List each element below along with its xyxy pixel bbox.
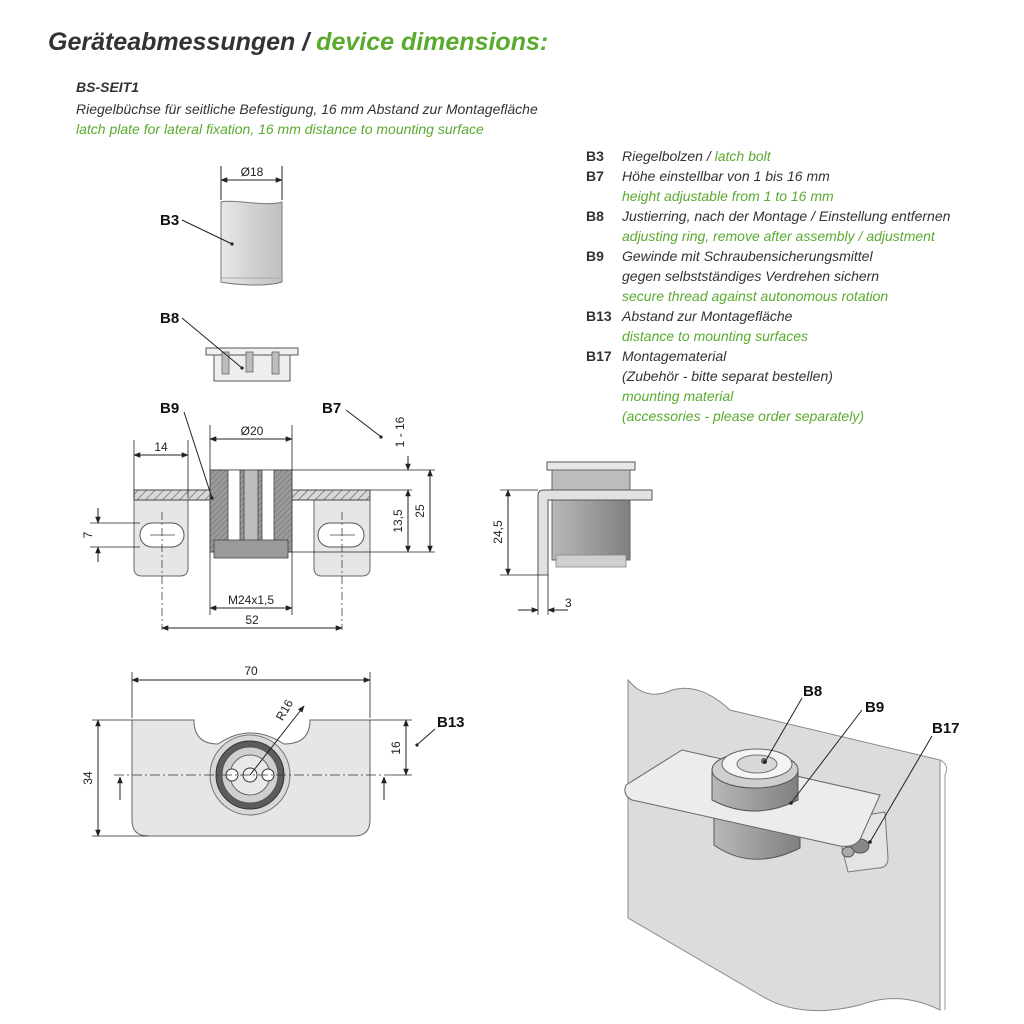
legend-text-en: distance to mounting surfaces: [622, 328, 808, 344]
legend-text-de: Gewinde mit Schraubensicherungsmittel: [622, 248, 873, 264]
dim-height-7: 7: [81, 531, 95, 538]
dim-bolt-diameter: Ø18: [241, 165, 264, 179]
dim-height-25: 25: [413, 504, 427, 518]
legend-item-b3: B3 Riegelbolzen / latch bolt: [586, 146, 950, 166]
iso-callout-b8: B8: [803, 683, 822, 700]
dim-side-3: 3: [565, 596, 572, 610]
side-view: 24,5 3: [491, 461, 653, 615]
legend-text-de: Justierring, nach der Montage / Einstell…: [622, 208, 951, 224]
legend-code: B3: [586, 148, 604, 164]
title-en: device dimensions:: [316, 28, 549, 56]
dim-height-16: 16: [389, 741, 403, 755]
legend-item-b9: B9 Gewinde mit Schraubensicherungsmittel: [586, 246, 950, 266]
legend-item-b7: B7 Höhe einstellbar von 1 bis 16 mm: [586, 166, 950, 186]
callout-b8: B8: [160, 310, 179, 327]
dim-spacing-52: 52: [245, 613, 259, 627]
legend-text-de: Montagematerial: [622, 348, 727, 364]
legend-item-b13: B13 Abstand zur Montagefläche: [586, 306, 950, 326]
top-view: 70 34 R16 16 B13: [81, 664, 465, 837]
legend-text-de: Riegelbolzen /: [622, 148, 715, 164]
callout-b9: B9: [160, 400, 179, 417]
legend-code: B9: [586, 248, 604, 264]
legend-item-b8: B8 Justierring, nach der Montage / Einst…: [586, 206, 950, 226]
dim-side-24-5: 24,5: [491, 520, 505, 544]
legend: B3 Riegelbolzen / latch bolt B7 Höhe ein…: [586, 146, 950, 426]
legend-text-de: (Zubehör - bitte separat bestellen): [622, 368, 833, 384]
legend-item-b17: B17 Montagematerial: [586, 346, 950, 366]
legend-text-de: Höhe einstellbar von 1 bis 16 mm: [622, 168, 830, 184]
legend-text-en: height adjustable from 1 to 16 mm: [622, 188, 834, 204]
callout-b3: B3: [160, 212, 179, 229]
product-description-en: latch plate for lateral fixation, 16 mm …: [76, 121, 484, 137]
latch-bolt-drawing: Ø18 B3: [160, 165, 283, 286]
legend-text-de: gegen selbstständiges Verdrehen sichern: [622, 268, 880, 284]
dim-radius-16: R16: [273, 697, 296, 723]
iso-callout-b9: B9: [865, 699, 884, 716]
legend-text-de: Abstand zur Montagefläche: [622, 308, 793, 324]
front-section-view: 14 Ø20 7 M24x1,5 52 13,5 25 1 - 16 B9: [81, 400, 435, 631]
legend-code: B17: [586, 348, 612, 364]
dim-range-1-16: 1 - 16: [393, 416, 407, 447]
legend-code: B7: [586, 168, 604, 184]
dim-height-13-5: 13,5: [391, 509, 405, 533]
dim-width-70: 70: [244, 664, 258, 678]
page-title: Geräteabmessungen / device dimensions:: [48, 28, 548, 57]
dim-nut-diameter: Ø20: [241, 424, 264, 438]
legend-text-en: (accessories - please order separately): [622, 408, 864, 424]
dim-width-14: 14: [154, 440, 168, 454]
legend-text-en: latch bolt: [714, 148, 771, 164]
legend-code: B13: [586, 308, 612, 324]
product-description-de: Riegelbüchse für seitliche Befestigung, …: [76, 101, 538, 117]
title-de: Geräteabmessungen: [48, 28, 296, 56]
dim-height-34: 34: [81, 771, 95, 785]
legend-text-en: secure thread against autonomous rotatio…: [622, 288, 889, 304]
iso-callout-b17: B17: [932, 720, 960, 737]
dim-thread: M24x1,5: [228, 593, 274, 607]
legend-text-en: mounting material: [622, 388, 734, 404]
callout-b13: B13: [437, 714, 465, 731]
product-model: BS-SEIT1: [76, 79, 140, 95]
title-separator: /: [295, 28, 317, 56]
callout-b7: B7: [322, 400, 341, 417]
legend-code: B8: [586, 208, 604, 224]
isometric-view: B8 B9 B17: [624, 678, 960, 1012]
adjusting-ring-drawing: B8: [160, 310, 299, 382]
legend-text-en: adjusting ring, remove after assembly / …: [622, 228, 935, 244]
